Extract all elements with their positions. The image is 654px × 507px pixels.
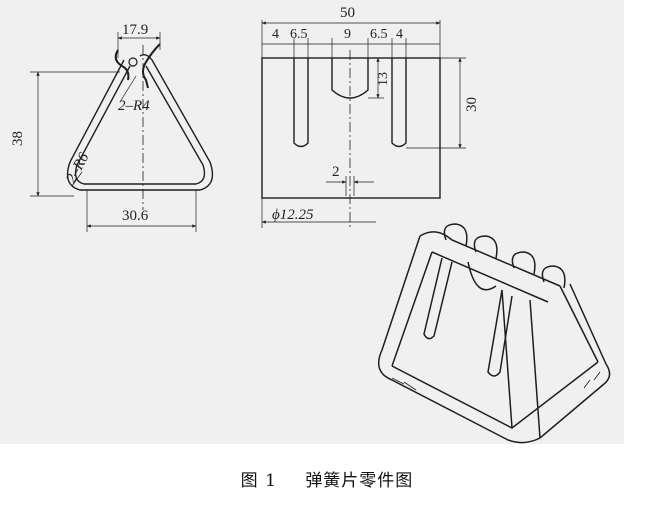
dim-slot-length: 30 xyxy=(464,97,480,112)
side-wall-left xyxy=(381,235,433,367)
dim-segment-5: 4 xyxy=(396,27,403,42)
dim-top-width: 17.9 xyxy=(122,22,148,38)
dim-height: 38 xyxy=(10,131,26,146)
hook-3 xyxy=(511,251,536,275)
side-wall-right xyxy=(501,283,607,439)
top-hook xyxy=(114,43,161,89)
dim-segment-1: 4 xyxy=(272,27,279,42)
dim-hole: ϕ12.25 xyxy=(272,207,314,223)
dim-segment-2: 6.5 xyxy=(290,27,308,42)
slot-center xyxy=(331,58,369,99)
iso-slot-1 xyxy=(423,257,453,340)
dim-slot-depth: 13 xyxy=(376,72,391,86)
iso-slot-center xyxy=(467,261,497,291)
dim-gap: 2 xyxy=(332,164,340,180)
base-plate xyxy=(377,349,611,444)
slot-right xyxy=(391,58,407,148)
drawing-area: 17.9 38 2–R4 2–R6 30.6 xyxy=(0,0,624,444)
isometric-view xyxy=(377,223,611,444)
front-view xyxy=(30,32,214,232)
dim-top-radius: 2–R4 xyxy=(118,98,150,114)
caption-number: 图 1 xyxy=(240,471,277,491)
caption-title: 弹簧片零件图 xyxy=(305,471,414,491)
top-hole xyxy=(128,57,138,67)
hook-1 xyxy=(443,223,468,247)
top-edge xyxy=(419,231,561,303)
dim-segment-4: 6.5 xyxy=(370,27,388,42)
dim-total-width: 50 xyxy=(340,5,355,21)
developed-view xyxy=(261,20,466,228)
dim-segment-3: 9 xyxy=(344,27,351,42)
dim-bottom-width: 30.6 xyxy=(122,208,149,224)
iso-slot-2 xyxy=(487,289,513,377)
figure-caption: 图 1 弹簧片零件图 xyxy=(0,466,654,491)
hook-4 xyxy=(541,265,566,289)
triangle-profile-outer xyxy=(66,53,214,191)
slot-left xyxy=(293,58,309,148)
triangle-profile-inner xyxy=(74,65,206,185)
blank-outline xyxy=(261,57,441,199)
hook-2 xyxy=(473,235,498,259)
